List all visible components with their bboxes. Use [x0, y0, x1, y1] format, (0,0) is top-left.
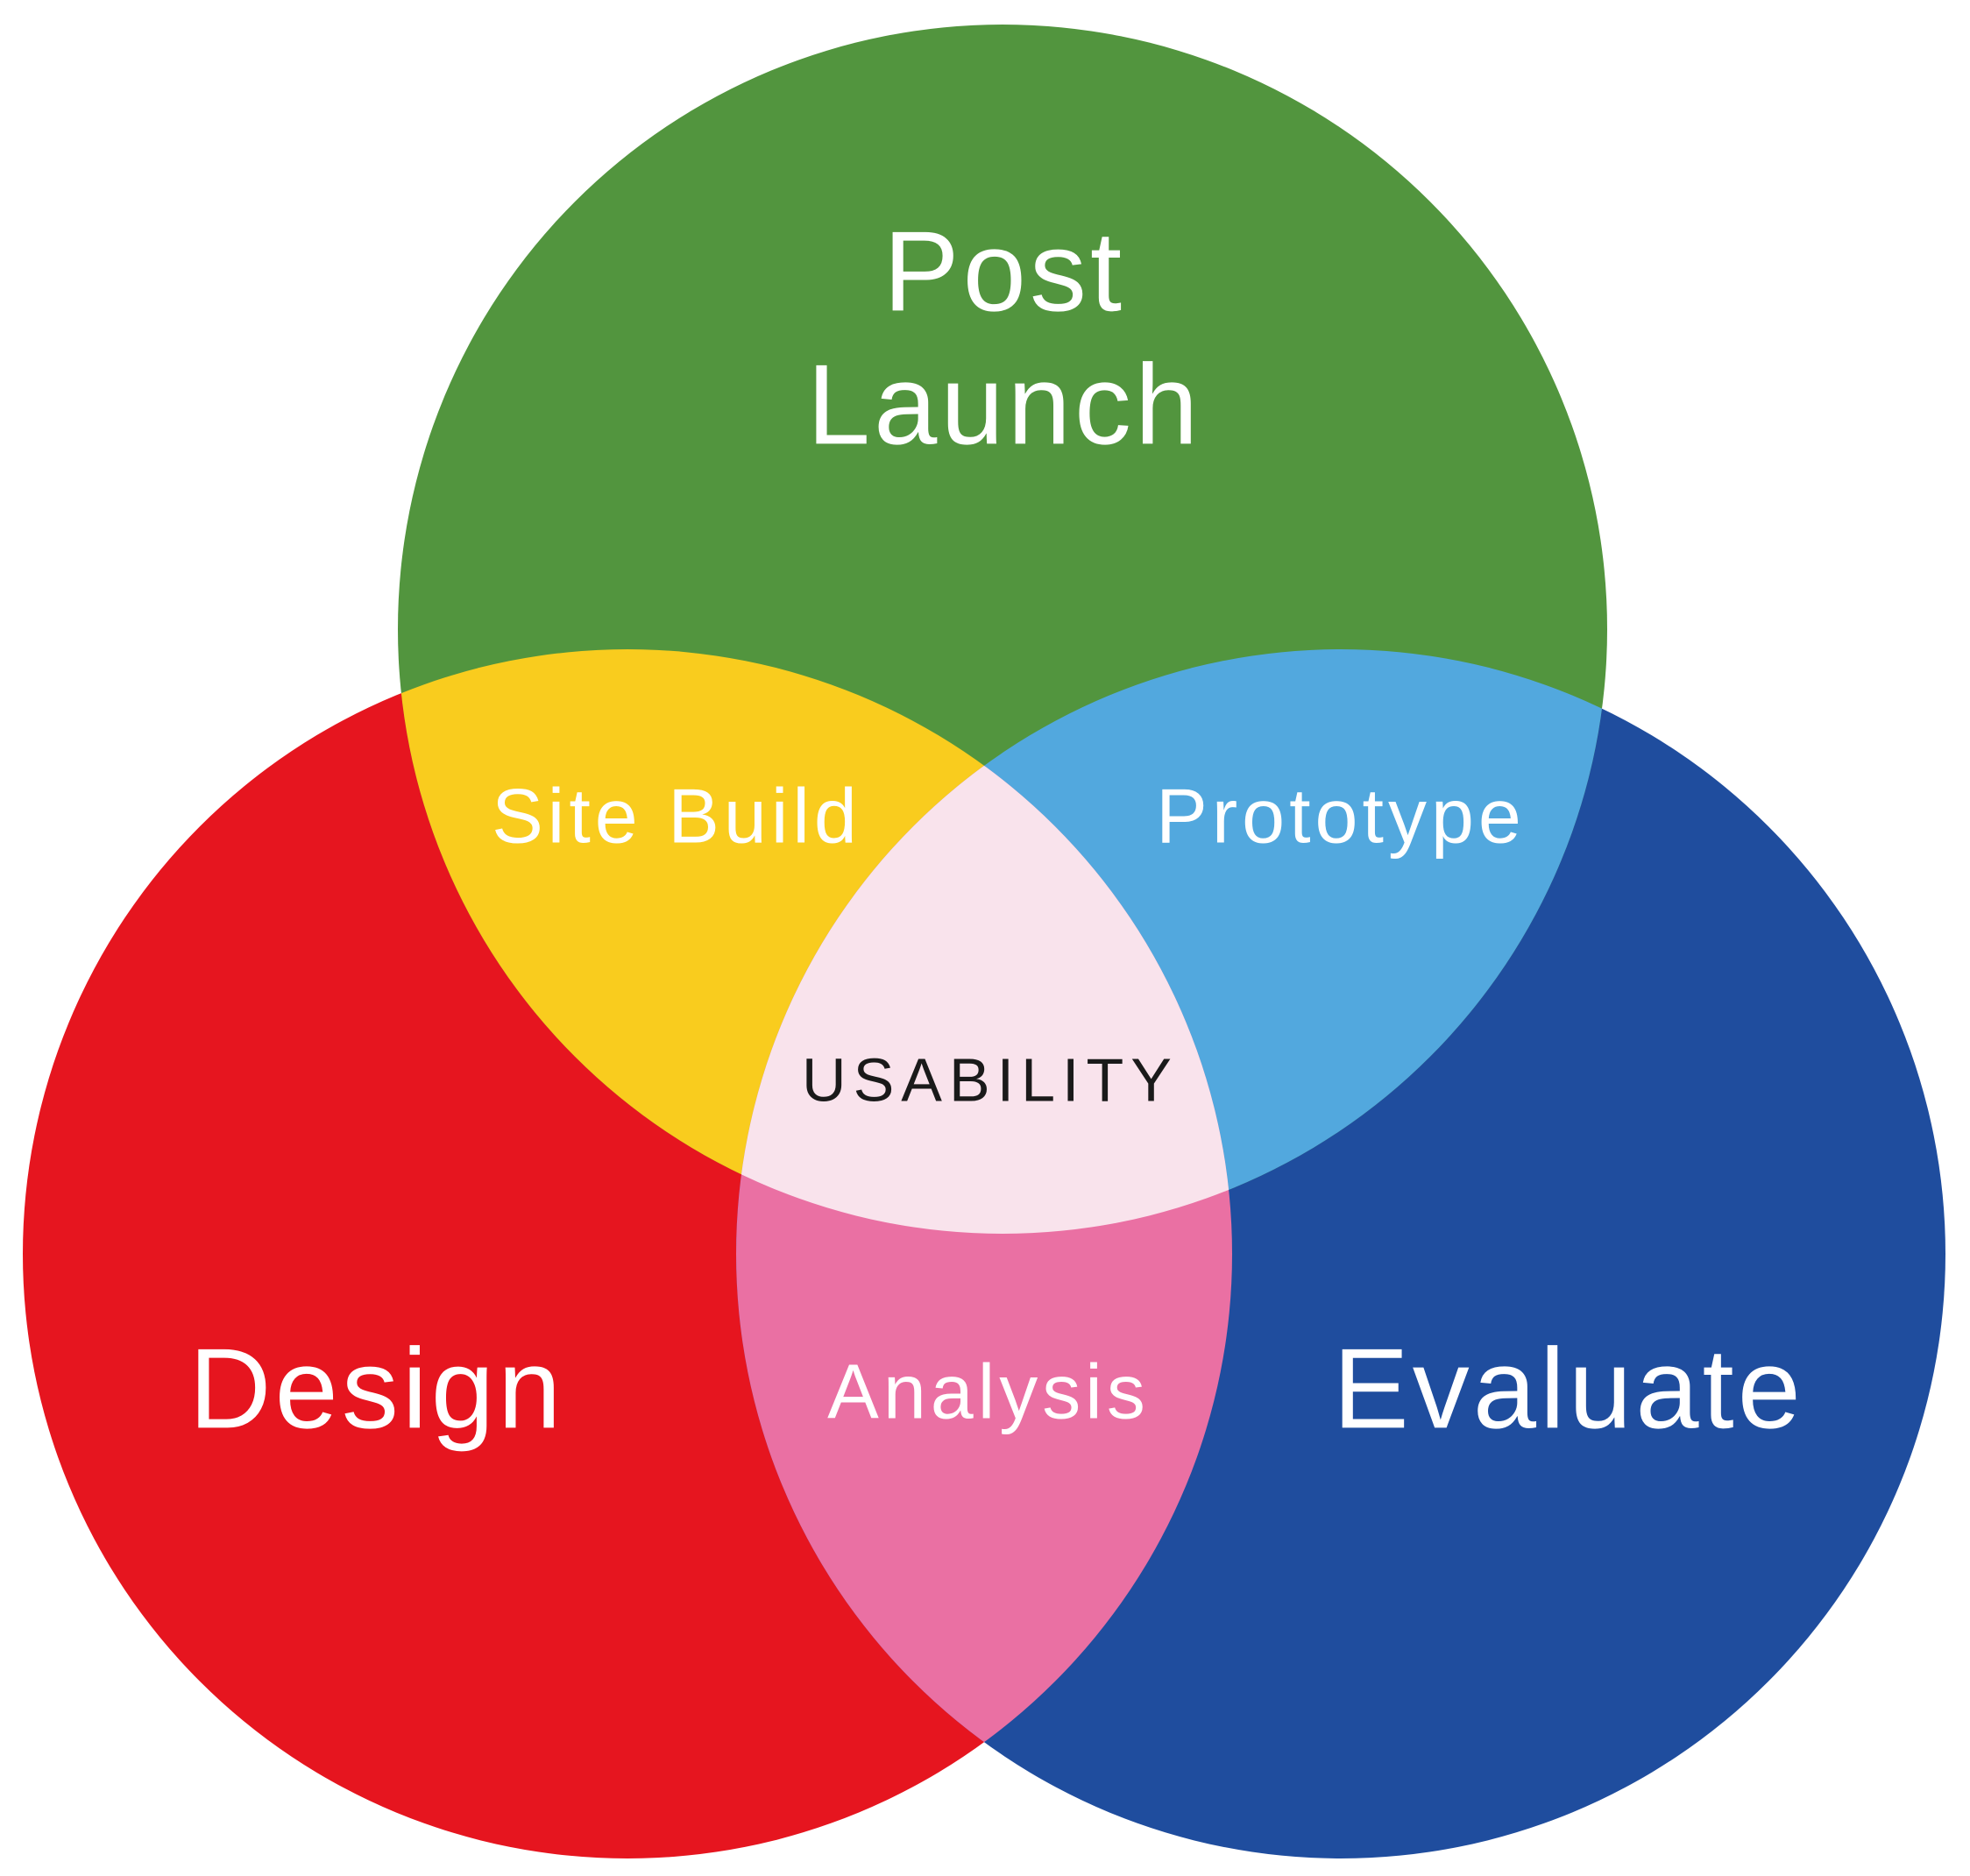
prototype-label: Prototype — [1156, 772, 1526, 859]
design-label: Design — [189, 1324, 565, 1452]
usability-region — [736, 649, 1232, 1234]
evaluate-label: Evaluate — [1333, 1324, 1804, 1452]
post-launch-label-line2: Launch — [807, 340, 1202, 468]
site-build-label: Site Build — [492, 772, 861, 859]
post-launch-label-line1: Post — [883, 207, 1125, 335]
usability-label: USABILITY — [802, 1045, 1179, 1114]
analysis-label: Analysis — [827, 1348, 1150, 1434]
